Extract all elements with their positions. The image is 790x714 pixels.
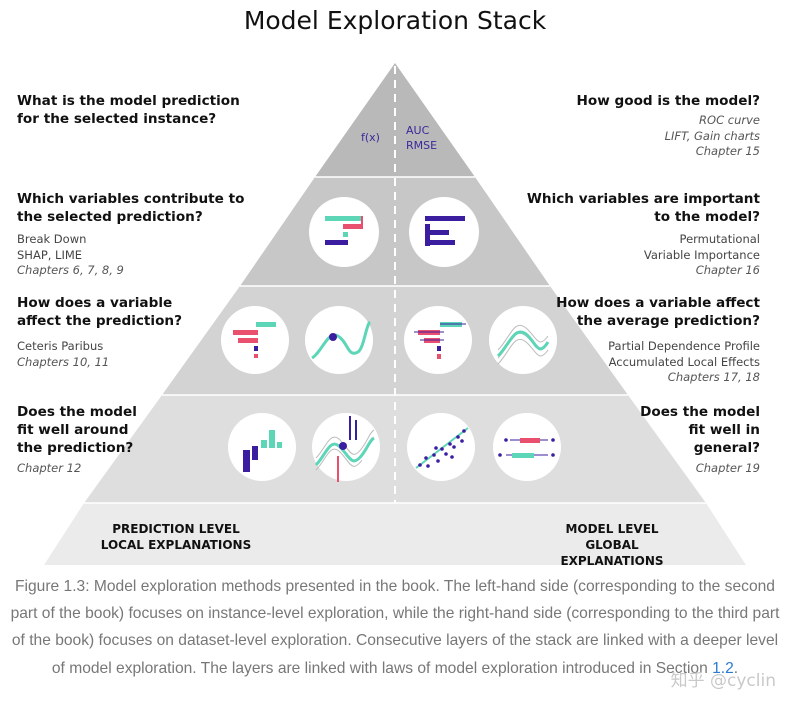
layer-apex <box>315 63 475 177</box>
right-q4: Does the model fit well in general? <box>640 404 760 456</box>
left-methods-4: Chapter 12 <box>17 461 82 475</box>
ceteris-paribus-bars-icon <box>221 306 289 374</box>
residual-bars-icon <box>228 413 296 481</box>
right-q2: Which variables are important to the mod… <box>526 191 760 225</box>
break-down-icon <box>309 197 379 267</box>
section-link[interactable]: 1.2 <box>712 659 734 677</box>
apex-auc-label: AUC <box>406 124 430 137</box>
apex-fx-label: f(x) <box>361 131 380 144</box>
watermark: 知乎 @cyclin <box>670 671 776 691</box>
layer-2 <box>240 177 550 286</box>
model-fit-scatter-icon <box>407 413 475 481</box>
left-q4: Does the model fit well around the predi… <box>17 404 137 456</box>
ceteris-paribus-curve-icon <box>305 306 373 374</box>
right-methods-3: Partial Dependence Profile Accumulated L… <box>608 339 760 384</box>
residual-boxplot-icon <box>493 413 561 481</box>
left-q3: How does a variable affect the predictio… <box>17 295 182 329</box>
left-q1: What is the model prediction for the sel… <box>17 93 240 127</box>
figure-caption: Figure 1.3: Model exploration methods pr… <box>10 578 780 677</box>
left-methods-3: Ceteris Paribus Chapters 10, 11 <box>17 339 110 369</box>
layer-base <box>44 503 746 565</box>
apex-rmse-label: RMSE <box>406 139 437 152</box>
local-fit-icon <box>312 413 380 482</box>
right-methods-2: Permutational Variable Importance Chapte… <box>643 232 760 277</box>
right-methods-4: Chapter 19 <box>695 461 760 475</box>
right-q3: How does a variable affect the average p… <box>556 295 760 329</box>
diagram-title: Model Exploration Stack <box>243 6 547 35</box>
pdp-curves-icon <box>489 306 557 374</box>
pdp-bars-icon <box>404 306 472 374</box>
variable-importance-icon <box>409 197 479 267</box>
left-methods-2: Break Down SHAP, LIME Chapters 6, 7, 8, … <box>17 232 124 277</box>
prediction-level-label: PREDICTION LEVEL LOCAL EXPLANATIONS <box>100 522 252 552</box>
right-q1: How good is the model? <box>576 93 761 109</box>
left-q2: Which variables contribute to the select… <box>17 191 245 225</box>
right-methods-1: ROC curve LIFT, Gain charts Chapter 15 <box>664 113 760 158</box>
model-level-label: MODEL LEVEL GLOBAL EXPLANATIONS <box>560 522 664 568</box>
